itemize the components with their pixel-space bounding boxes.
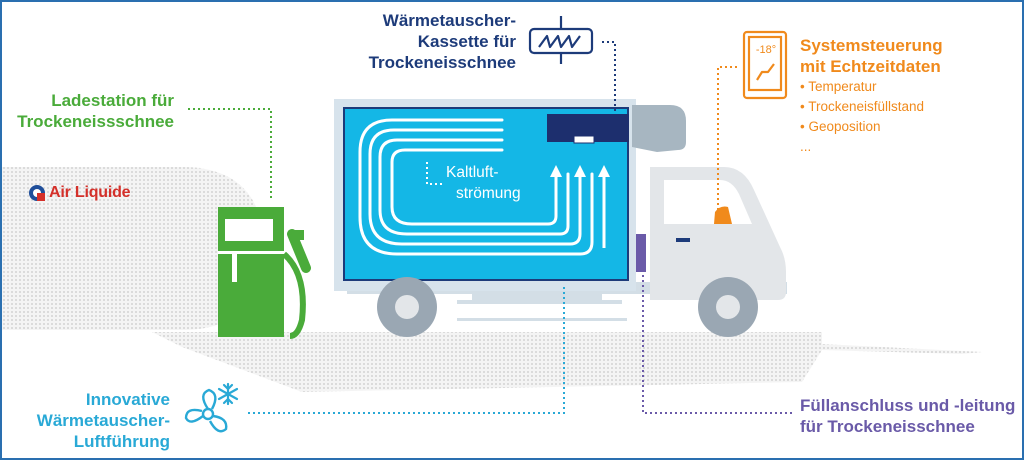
filling-port bbox=[636, 234, 646, 272]
heat-exchanger-cassette-icon bbox=[528, 16, 594, 64]
label-charging-station: Ladestation für Trockeneissschnee bbox=[17, 90, 174, 132]
temperature-readout: -18° bbox=[755, 44, 777, 56]
label-line: Kassette für bbox=[417, 32, 516, 51]
label-line: Systemsteuerung bbox=[800, 36, 943, 55]
label-line: Füllanschluss und -leitung bbox=[800, 396, 1016, 415]
leader-control bbox=[717, 66, 737, 212]
label-line: Trockeneissschnee bbox=[17, 112, 174, 131]
list-item: • Trockeneisfüllstand bbox=[800, 99, 925, 114]
list-item: • Geoposition bbox=[800, 119, 881, 134]
air-liquide-logo-icon bbox=[29, 185, 45, 201]
cold-air-arrows bbox=[550, 165, 610, 177]
fan-snowflake-icon bbox=[184, 382, 239, 433]
list-item: ... bbox=[800, 139, 812, 154]
leader-airflow bbox=[248, 285, 565, 414]
label-line: Ladestation für bbox=[51, 91, 174, 110]
label-line: Kaltluft- bbox=[446, 164, 499, 181]
logo-text: Air Liquide bbox=[49, 184, 131, 201]
label-line: mit Echtzeitdaten bbox=[800, 57, 941, 76]
cold-air-flow-lines bbox=[358, 118, 594, 256]
label-line: Luftführung bbox=[73, 432, 170, 451]
cab-window bbox=[664, 180, 752, 224]
label-line: Wärmetauscher- bbox=[36, 411, 170, 430]
list-item: • Temperatur bbox=[800, 79, 877, 94]
ground-shadow bbox=[152, 332, 982, 392]
rear-wheel bbox=[377, 277, 437, 337]
label-system-control: Systemsteuerung mit Echtzeitdaten bbox=[800, 35, 943, 77]
leader-filling bbox=[642, 275, 794, 414]
control-display-icon bbox=[742, 30, 788, 100]
label-air-guidance: Innovative Wärmetauscher- Luftführung bbox=[37, 389, 170, 452]
label-line: Wärmetauscher- bbox=[382, 11, 516, 30]
label-heat-exchanger-cassette: Wärmetauscher- Kassette für Trockeneissc… bbox=[369, 10, 516, 73]
label-line: für Trockeneisschnee bbox=[800, 417, 975, 436]
truck-underbar bbox=[472, 294, 602, 300]
label-cold-air-flow: Kaltluft- strömung bbox=[446, 162, 521, 204]
label-line: strömung bbox=[456, 185, 521, 202]
label-filling-connection: Füllanschluss und -leitung für Trockenei… bbox=[800, 395, 1015, 437]
label-line: Trockeneisschnee bbox=[368, 53, 516, 72]
air-liquide-logo: Air Liquide bbox=[49, 184, 131, 202]
system-control-list: • Temperatur • Trockeneisfüllstand • Geo… bbox=[800, 77, 924, 157]
charging-station bbox=[218, 207, 311, 339]
label-line: Innovative bbox=[85, 390, 170, 409]
driver bbox=[714, 206, 732, 224]
dry-ice-tank bbox=[2, 167, 264, 330]
roof-unit bbox=[632, 105, 686, 152]
front-wheel bbox=[698, 277, 758, 337]
